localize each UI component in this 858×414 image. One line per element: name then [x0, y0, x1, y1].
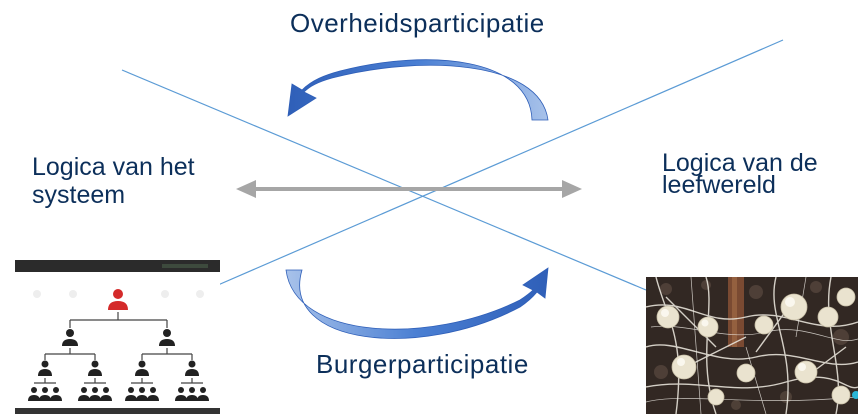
image-topbar [15, 260, 220, 272]
mycelium-network-image [646, 277, 858, 414]
mycelium-photo-illustration [646, 277, 858, 414]
label-burgerparticipatie: Burgerparticipatie [316, 349, 529, 379]
hierarchy-org-chart-image [15, 260, 220, 414]
cross-line-ascending [217, 39, 784, 286]
label-logica-systeem: Logica van het systeem [32, 153, 195, 209]
label-logica-systeem-line1: Logica van het [32, 153, 195, 181]
label-logica-leefwereld: Logica van de leefwereld [662, 149, 818, 199]
label-logica-systeem-line2: systeem [32, 181, 126, 209]
double-arrow [236, 180, 582, 198]
label-logica-leefwereld-line2: leefwereld [662, 171, 776, 199]
curved-arrow-top [287, 59, 549, 121]
label-logica-leefwereld-line1: Logica van de [662, 149, 818, 177]
org-chart-icon [15, 289, 220, 414]
cross-line-descending [121, 69, 647, 291]
curved-arrow-bottom [285, 267, 549, 339]
label-overheidsparticipatie: Overheidsparticipatie [290, 8, 545, 38]
